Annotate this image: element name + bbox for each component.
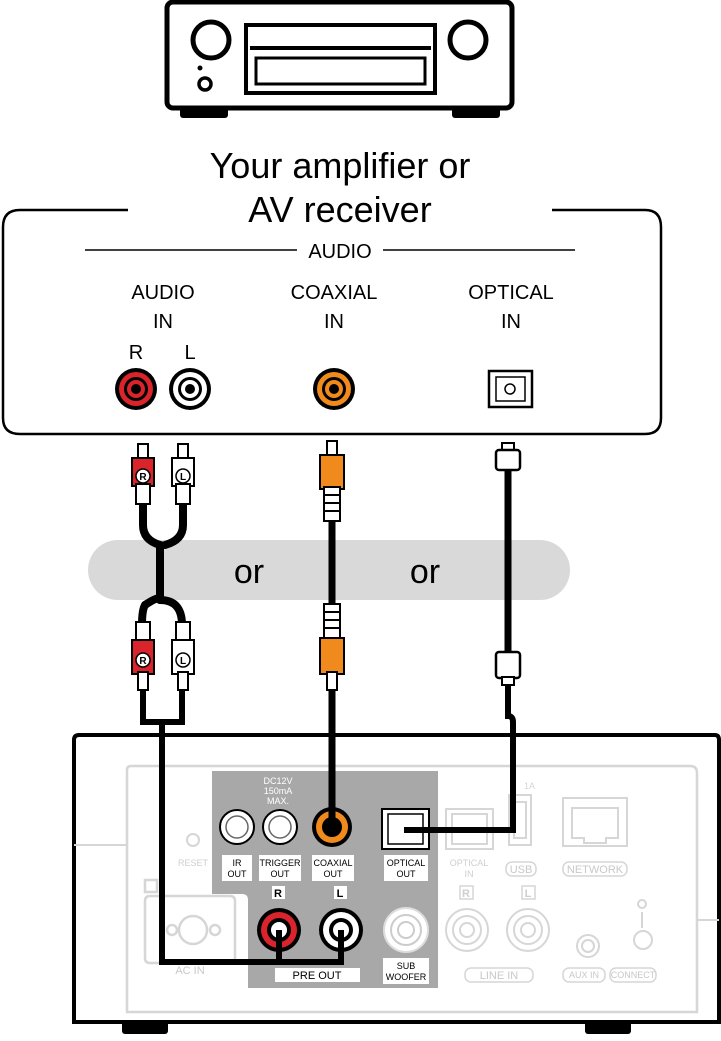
dc-label-2: 150mA	[264, 786, 293, 796]
aux-in-jack	[576, 934, 600, 958]
line-in-r-jack	[445, 908, 489, 952]
usb-label: USB	[510, 864, 533, 876]
receiver-title-line2: AV receiver	[248, 189, 431, 230]
rca-plug-r-top	[131, 443, 155, 505]
line-in-r-letter: R	[462, 888, 470, 900]
optical-out-label-2: OUT	[397, 869, 417, 879]
coaxial-cable	[319, 440, 345, 820]
rca-plug-r-bottom	[131, 621, 155, 691]
optical-out-label-1: OPTICAL	[387, 858, 426, 868]
line-in-l-jack	[506, 908, 550, 952]
optical-cable	[404, 442, 522, 833]
optical-in-label-1: OPTICAL	[468, 282, 554, 304]
receiver-jack-coaxial	[313, 368, 355, 410]
coaxial-in-label-2: IN	[324, 311, 344, 333]
line-in-l-badge	[521, 885, 536, 900]
optical-in-label-1: OPTICAL	[450, 858, 489, 868]
trigger-out-jack	[262, 809, 298, 845]
receiver-jack-optical	[487, 369, 534, 409]
coaxial-out-jack	[312, 807, 352, 847]
plug-l-top-letter: L	[180, 472, 186, 483]
ir-out-label-1: IR	[233, 858, 243, 868]
dc-label-3: MAX.	[267, 796, 289, 806]
trigger-out-label-1: TRIGGER	[259, 858, 301, 868]
connect-button	[633, 899, 653, 950]
channel-l-label: L	[184, 342, 195, 364]
receiver-jack-l	[169, 368, 211, 410]
ir-out-label-2: OUT	[228, 869, 248, 879]
audio-in-label-2: IN	[153, 311, 173, 333]
rca-plug-l-top	[171, 443, 195, 505]
receiver-panel	[1, 208, 663, 436]
amplifier-icon	[164, 0, 515, 118]
receiver-jack-r	[115, 368, 157, 410]
audio-section-label: AUDIO	[308, 241, 371, 263]
receiver-title-line1: Your amplifier or	[210, 145, 471, 186]
pre-out-l-badge: L	[337, 888, 344, 900]
subwoofer-jack	[383, 907, 429, 953]
reset-label: RESET	[178, 858, 209, 868]
network-port	[562, 797, 628, 847]
plug-r-bottom-letter: R	[139, 656, 147, 667]
rca-plug-l-bottom	[171, 621, 195, 691]
optical-in-label-2: IN	[465, 869, 474, 879]
line-in-r-badge	[459, 885, 474, 900]
reset-button	[186, 833, 200, 847]
aux-in-label: AUX IN	[569, 970, 599, 980]
coaxial-in-label-1: COAXIAL	[291, 282, 378, 304]
dc-label-1: DC12V	[263, 776, 292, 786]
line-in-l-letter: L	[525, 888, 532, 900]
optical-in-label-2: IN	[501, 311, 521, 333]
ac-in-label: AC IN	[175, 965, 204, 977]
subwoofer-label-1: SUB	[397, 961, 416, 971]
pre-out-label: PRE OUT	[293, 970, 342, 982]
plug-l-bottom-letter: L	[180, 656, 186, 667]
coaxial-out-label-2: OUT	[324, 869, 344, 879]
network-label: NETWORK	[567, 864, 624, 876]
ir-out-jack	[219, 809, 255, 845]
trigger-out-label-2: OUT	[271, 869, 291, 879]
audio-in-label-1: AUDIO	[131, 282, 194, 304]
subwoofer-label-2: WOOFER	[386, 972, 427, 982]
channel-r-label: R	[129, 342, 143, 364]
usb-rating-label: 1A	[524, 781, 535, 791]
coaxial-out-label-1: COAXIAL	[313, 858, 352, 868]
pre-out-r-badge: R	[274, 888, 282, 900]
or-label-1: or	[234, 553, 264, 591]
plug-r-top-letter: R	[139, 472, 147, 483]
line-in-label: LINE IN	[480, 970, 519, 982]
or-label-2: or	[410, 553, 440, 591]
connect-label: CONNECT	[611, 970, 656, 980]
